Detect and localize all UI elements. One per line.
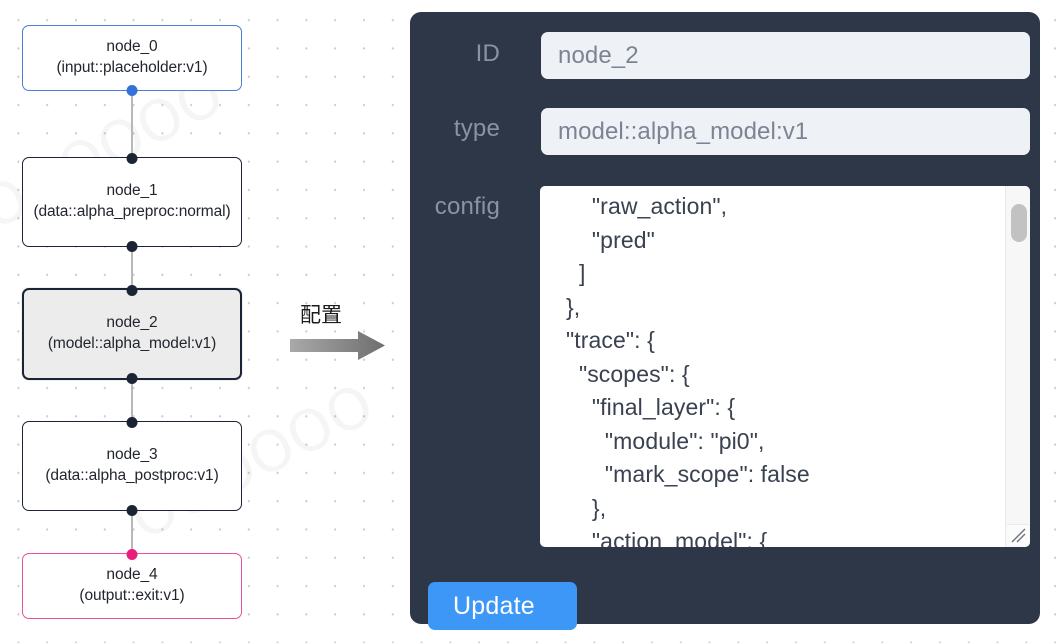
config-scrollbar-thumb[interactable] [1011,204,1027,242]
node-handle-bottom[interactable] [126,504,138,516]
config-scrollbar[interactable] [1005,186,1030,547]
type-input[interactable] [541,108,1030,155]
id-input[interactable] [541,32,1030,79]
flow-node-node_1[interactable]: node_1 (data::alpha_preproc:normal) [22,152,242,252]
flow-node-label: node_0 (input::placeholder:v1) [56,38,208,76]
node-handle-top[interactable] [126,416,138,428]
config-textarea-wrapper: "raw_action", "pred" ] }, "trace": { "sc… [540,186,1030,547]
flow-node-label: node_1 (data::alpha_preproc:normal) [33,182,231,220]
flow-node-node_3[interactable]: node_3 (data::alpha_postproc:v1) [22,416,242,516]
flow-node-label: node_2 (model::alpha_model:v1) [47,314,217,352]
flow-node-label: node_3 (data::alpha_postproc:v1) [45,446,219,484]
flow-node-node_2[interactable]: node_2 (model::alpha_model:v1) [22,284,242,384]
edge-node2-node3 [131,379,133,424]
arrow-annotation-label: 配置 [300,303,342,327]
node-handle-bottom[interactable] [126,372,138,384]
edge-node3-node4 [131,510,133,556]
update-button[interactable]: Update [428,582,577,630]
edge-node1-node2 [131,246,133,291]
flow-node-node_4[interactable]: node_4 (output::exit:v1) [22,548,242,619]
node-handle-bottom[interactable] [126,240,138,252]
edge-node0-node1 [131,90,133,160]
config-field-label: config [434,193,500,220]
flow-node-node_0[interactable]: node_0 (input::placeholder:v1) [22,25,242,96]
node-handle-top[interactable] [126,284,138,296]
node-handle-top[interactable] [126,152,138,164]
id-field-label: ID [475,40,500,67]
node-handle-top[interactable] [126,548,138,560]
arrow-icon [290,331,385,360]
node-handle-bottom[interactable] [126,84,138,96]
type-field-label: type [453,115,500,142]
textarea-resize-grip[interactable] [1007,524,1029,546]
config-textarea[interactable]: "raw_action", "pred" ] }, "trace": { "sc… [565,193,810,547]
flow-node-label: node_4 (output::exit:v1) [79,566,185,604]
